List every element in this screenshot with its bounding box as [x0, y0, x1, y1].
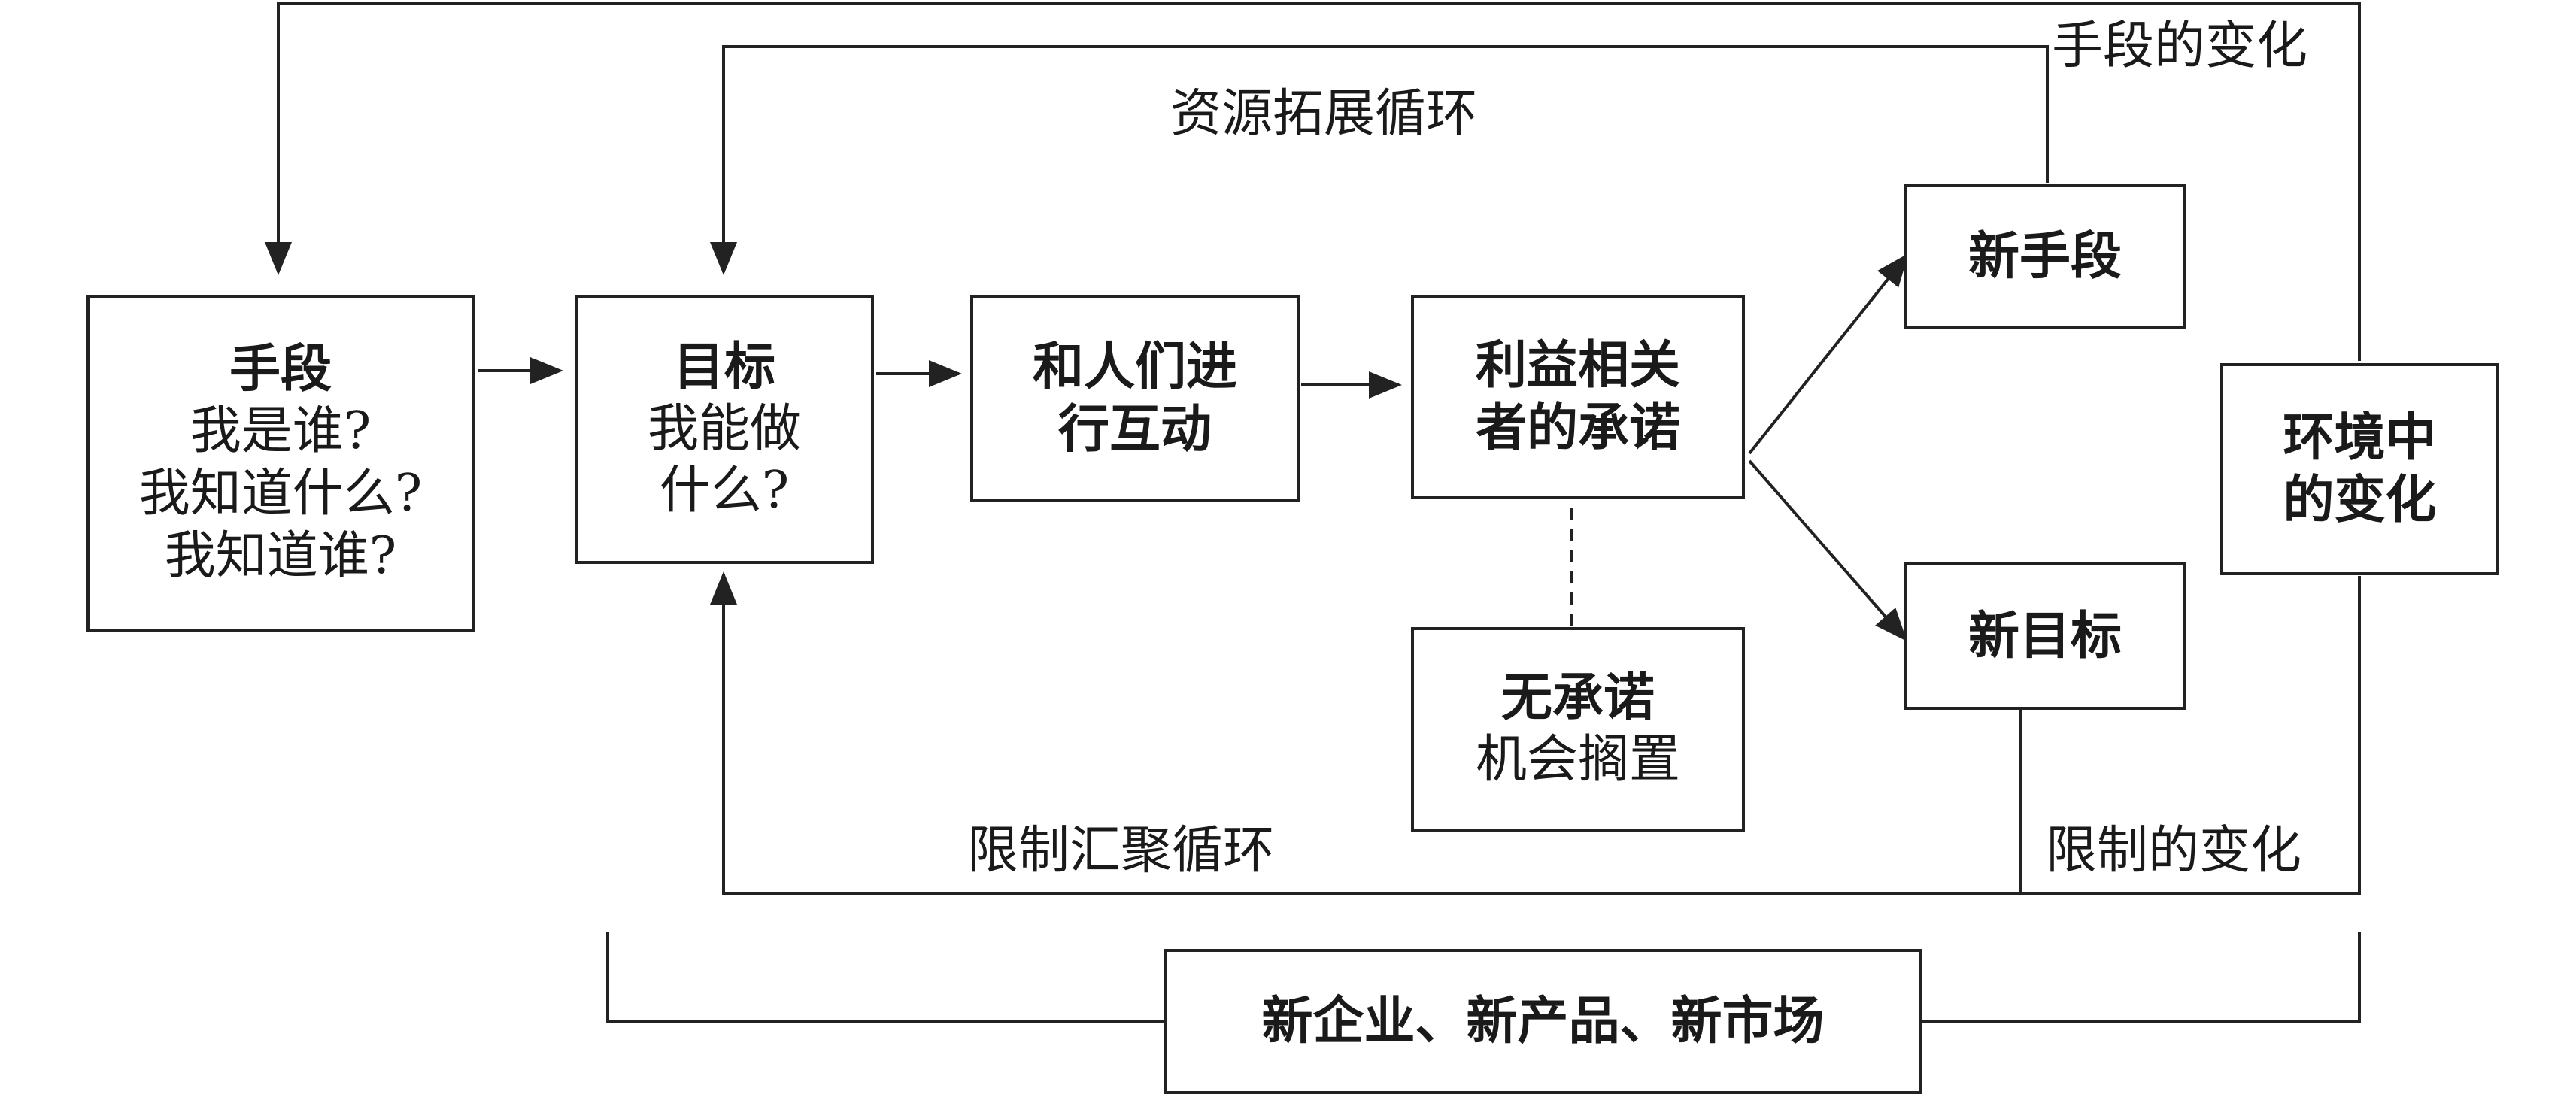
commitments-box: 利益相关 者的承诺 — [1411, 295, 1745, 499]
means-title: 手段 — [229, 339, 332, 400]
arrow-to-new-goals — [1748, 459, 1907, 642]
interact-line-2: 行互动 — [1057, 399, 1212, 459]
means-question-what-i-know: 我知道什么? — [138, 464, 423, 523]
no-commitment-line: 机会搁置 — [1475, 730, 1680, 789]
environment-change-line-1: 环境中 — [2283, 408, 2437, 468]
constraint-convergence-label: 限制汇聚循环 — [967, 821, 1275, 880]
commitments-line-1: 利益相关 — [1475, 335, 1680, 396]
constraint-convergence-loop-line — [710, 571, 2361, 895]
environment-change-line-2: 的变化 — [2283, 470, 2437, 530]
arrow-to-new-means — [1748, 253, 1909, 455]
new-goals-box: 新目标 — [1904, 562, 2186, 710]
outcome-label: 新企业、新产品、新市场 — [1261, 991, 1825, 1052]
commitments-line-2: 者的承诺 — [1475, 398, 1680, 458]
new-means-box: 新手段 — [1904, 184, 2186, 329]
resource-expansion-label: 资源拓展循环 — [1170, 84, 1478, 144]
goals-box: 目标 我能做 什么? — [575, 295, 874, 564]
means-question-who-am-i: 我是谁? — [190, 402, 372, 462]
new-means-label: 新手段 — [1968, 226, 2122, 287]
goals-title: 目标 — [672, 336, 775, 397]
new-goals-label: 新目标 — [1968, 605, 2122, 666]
no-commitment-title: 无承诺 — [1500, 668, 1655, 729]
means-box: 手段 我是谁? 我知道什么? 我知道谁? — [86, 295, 475, 632]
environment-change-box: 环境中 的变化 — [2220, 363, 2499, 575]
no-commitment-box: 无承诺 机会搁置 — [1411, 627, 1745, 832]
goals-line-2: 什么? — [659, 461, 790, 521]
outcome-bracket-line — [606, 932, 2361, 1023]
interact-box: 和人们进 行互动 — [970, 295, 1300, 502]
resource-expansion-loop-line — [710, 45, 2049, 275]
goals-line-1: 我能做 — [647, 399, 801, 459]
means-question-whom-i-know: 我知道谁? — [164, 526, 397, 586]
means-change-label: 手段的变化 — [2052, 17, 2308, 76]
means-change-loop-line — [265, 2, 2361, 361]
outcome-box: 新企业、新产品、新市场 — [1164, 949, 1922, 1094]
interact-line-1: 和人们进 — [1032, 336, 1237, 397]
constraint-change-label: 限制的变化 — [2046, 821, 2302, 880]
